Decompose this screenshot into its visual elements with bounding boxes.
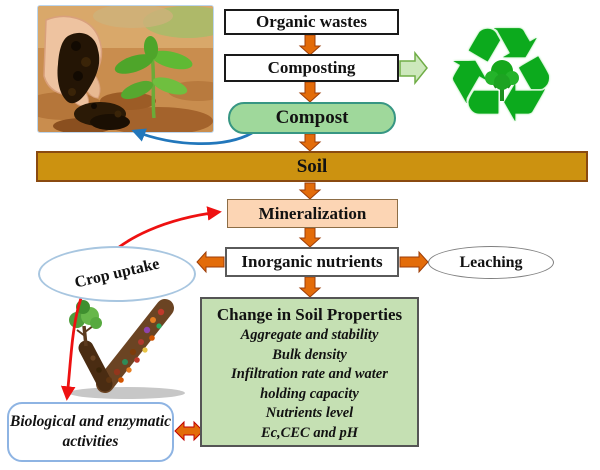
arrow-red-biological-mineralization [60,206,222,401]
arrow-organic-to-composting [298,34,322,56]
soil-properties-box: Change in Soil Properties Aggregate and … [200,297,419,447]
arrow-mineralization-to-inorganic [298,227,322,248]
arrow-composting-to-compost [298,81,322,103]
soil-label: Soil [296,155,328,177]
arrow-inorganic-to-properties [298,276,322,298]
soil-properties-item: Nutrients level [265,405,354,421]
compost-oval: Compost [228,102,396,134]
soil-properties-item: Ec,CEC and pH [260,424,359,441]
organic-wastes-box: Organic wastes [224,9,399,35]
soil-properties-item: Bulk density [272,346,347,363]
soil-properties-title: Change in Soil Properties [216,305,403,324]
arrow-inorganic-to-crop-uptake [196,250,225,274]
biological-activities-box: Biological and enzymatic activities [7,402,174,462]
arrow-compost-to-soil [298,133,322,152]
soil-properties-item: Aggregate and stability [240,327,379,343]
leaching-oval: Leaching [428,246,554,279]
mineralization-box: Mineralization [227,199,398,228]
recycle-icon: ♻ [425,2,577,150]
arrow-biological-properties-double [174,420,204,442]
crop-uptake-oval: Crop uptake [38,246,196,302]
arrow-inorganic-to-leaching [399,250,429,274]
inorganic-nutrients-label: Inorganic nutrients [241,252,383,271]
tree-icon [485,60,519,101]
soil-bar: Soil [36,151,588,182]
composting-label: Composting [267,58,356,77]
compost-hand-seedling-photo [37,5,214,133]
soil-properties-item: Infiltration rate and water holding capa… [231,366,388,402]
organic-wastes-label: Organic wastes [256,12,367,31]
biological-activities-label: Biological and enzymatic activities [9,413,172,450]
mineralization-label: Mineralization [258,203,367,223]
arrow-composting-to-recycle [399,50,428,86]
compost-label: Compost [275,107,349,128]
orange-flow-arrows [174,34,429,442]
composting-box: Composting [224,54,399,82]
inorganic-nutrients-box: Inorganic nutrients [225,247,399,277]
arrow-soil-to-mineralization [298,182,322,200]
compost-hand-seedling-illustration [38,6,213,132]
arrow-blue-compost-to-field [131,128,253,146]
crop-uptake-label: Crop uptake [72,255,161,292]
leaching-label: Leaching [459,253,523,271]
